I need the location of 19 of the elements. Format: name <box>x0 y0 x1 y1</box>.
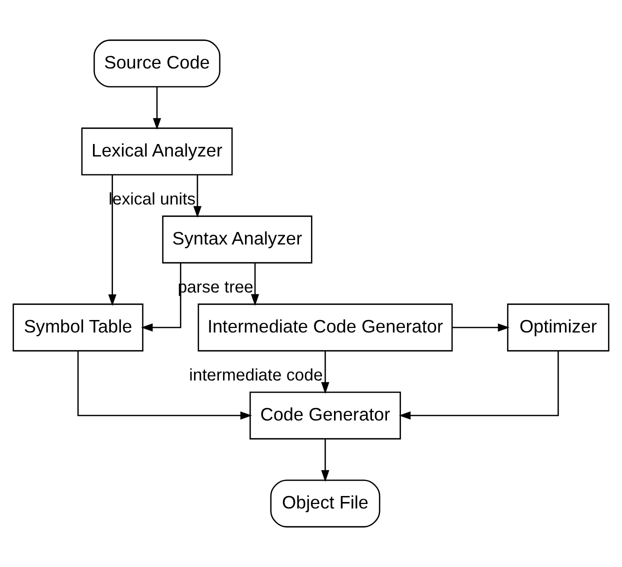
node-box: Lexical Analyzer <box>81 128 233 176</box>
arrow <box>141 263 182 332</box>
arrow <box>398 351 559 420</box>
arrow <box>193 175 202 218</box>
arrow <box>250 263 260 306</box>
node-box: Code Generator <box>250 392 401 440</box>
node-box: Intermediate Code Generator <box>198 304 453 352</box>
node-box: Object File <box>270 480 380 528</box>
node-box: Source Code <box>94 40 220 88</box>
arrow <box>321 351 330 394</box>
arrow <box>452 323 510 332</box>
arrow <box>108 174 116 306</box>
node-box: Symbol Table <box>12 304 144 352</box>
node-box: Optimizer <box>507 304 610 352</box>
arrow <box>77 351 252 420</box>
arrow <box>321 439 330 482</box>
edge-label: intermediate code <box>189 365 323 384</box>
arrow <box>152 87 162 130</box>
node-box: Syntax Analyzer <box>162 216 312 264</box>
